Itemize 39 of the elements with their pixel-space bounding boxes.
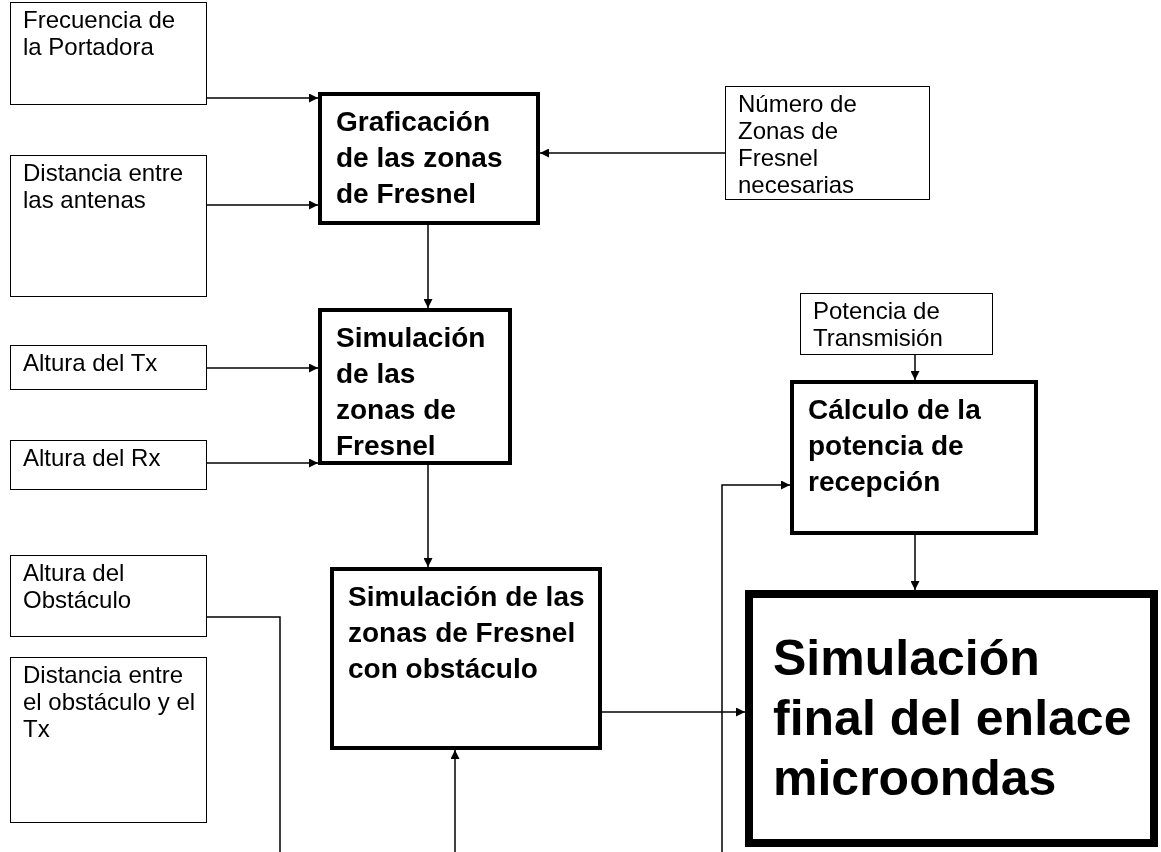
node-label: Altura del Rx [23, 444, 162, 471]
node-label: Simulación de las zonas de Fresnel [336, 321, 487, 463]
node-label: Graficación de las zonas de Fresnel [336, 105, 504, 211]
connector-line [206, 616, 281, 852]
process-box [318, 92, 540, 225]
node-label: Número de Zonas de Fresnel necesarias [738, 90, 858, 198]
arrow [206, 363, 319, 373]
input-box [10, 2, 207, 105]
arrow [601, 707, 746, 717]
node-label: Cálculo de la potencia de recepción [808, 393, 982, 499]
arrow [450, 749, 460, 852]
input-box [10, 155, 207, 297]
process-box [745, 590, 1158, 847]
arrow [539, 148, 726, 158]
process-box [790, 380, 1038, 535]
input-box [800, 293, 993, 355]
input-box [10, 555, 207, 637]
arrow [206, 93, 319, 103]
node-label: Potencia de Transmisión [813, 297, 944, 351]
arrow [206, 200, 319, 210]
node-label: Frecuencia de la Portadora [23, 6, 177, 60]
node-label: Simulación final del enlace microondas [773, 629, 1133, 808]
input-box [725, 86, 930, 200]
node-label: Altura del Obstáculo [23, 559, 133, 613]
arrow [206, 458, 319, 468]
node-label: Altura del Tx [23, 349, 159, 376]
arrow [721, 480, 791, 852]
arrow [910, 354, 920, 381]
input-box [10, 440, 207, 490]
input-box [10, 345, 207, 390]
node-label: Distancia entre las antenas [23, 159, 185, 213]
arrow [423, 464, 433, 568]
process-box [330, 567, 602, 750]
arrow [910, 534, 920, 591]
node-label: Distancia entre el obstáculo y el Tx [23, 661, 197, 742]
process-box [318, 308, 512, 465]
arrow [423, 224, 433, 309]
input-box [10, 657, 207, 823]
node-label: Simulación de las zonas de Fresnel con obstáculo [348, 580, 586, 686]
